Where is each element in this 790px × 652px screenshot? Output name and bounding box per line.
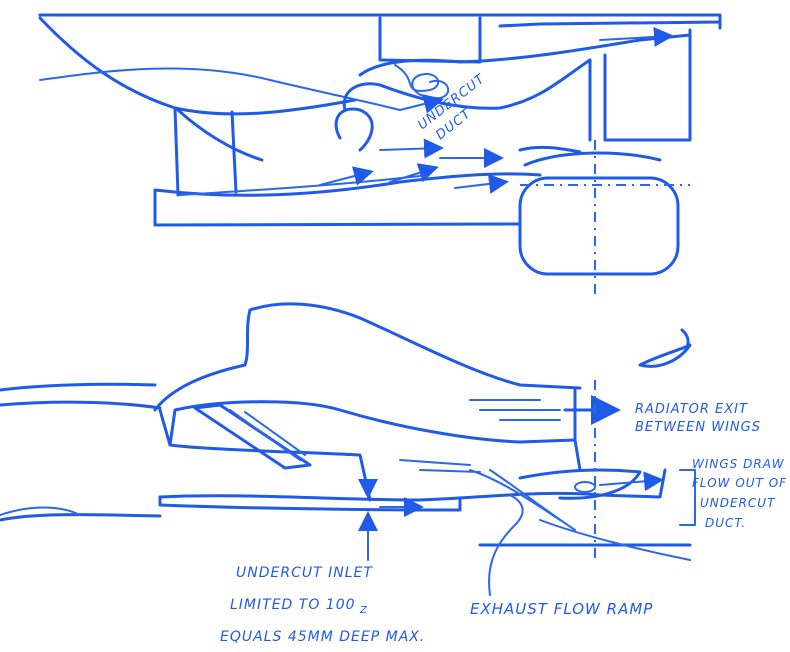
- inlet-label-line2: LIMITED TO 100: [230, 597, 356, 613]
- flow-arrow-1: [319, 166, 374, 186]
- flow-arrow-6: [599, 26, 674, 47]
- upper-bodywork-lower: [153, 308, 252, 412]
- side-view: RADIATOR EXIT BETWEEN WINGS WINGS DRAW F…: [0, 302, 787, 645]
- radiator-inlet: [193, 403, 312, 470]
- flow-out-arrow: [599, 471, 664, 492]
- duct-scribble: [394, 64, 450, 100]
- wings-label-line2: FLOW OUT OF: [692, 476, 787, 490]
- radiator-inlet-lines: [229, 409, 306, 461]
- rear-tyre: [518, 176, 680, 276]
- flow-arrow-3: [454, 173, 509, 194]
- exhaust-label: EXHAUST FLOW RAMP: [470, 600, 653, 618]
- top-body-edge: [38, 13, 722, 30]
- engine-cover-upper-line: [39, 67, 401, 111]
- exhaust-flow-line: [539, 519, 691, 561]
- inlet-label-line3: EQUALS 45MM DEEP MAX.: [220, 629, 425, 645]
- floor-inner-line: [179, 175, 421, 196]
- side-floor: [158, 468, 667, 502]
- floor-outline: [153, 172, 542, 227]
- undercut-duct-lower: [342, 58, 592, 112]
- sidepod-outline: [173, 106, 264, 197]
- radiator-label-line1: RADIATOR EXIT: [635, 402, 748, 417]
- undercut-loop: [334, 107, 374, 152]
- ground-line: [0, 513, 692, 547]
- exhaust-outlet: [574, 481, 596, 493]
- spray-drop-2: [680, 328, 690, 352]
- exhaust-pointer-line: [488, 494, 524, 596]
- rear-structure: [518, 28, 692, 154]
- central-block: [378, 16, 482, 64]
- inlet-label-sub: Z: [359, 605, 368, 616]
- wings-label-line1: WINGS DRAW: [692, 457, 785, 471]
- flow-arrow-5: [379, 138, 444, 159]
- rear-body-vertical: [573, 388, 582, 472]
- side-floor-lower: [158, 495, 462, 512]
- inlet-label-line1: UNDERCUT INLET: [236, 565, 373, 581]
- engine-cover-line: [38, 16, 357, 116]
- ramp-lines: [399, 459, 576, 531]
- upper-bodywork: [248, 302, 582, 390]
- wings-label-line3: UNDERCUT: [700, 496, 776, 510]
- spray-drop-1: [638, 343, 692, 368]
- wing-element: [518, 468, 642, 500]
- undercut-duct-upper: [358, 33, 692, 77]
- radiator-label-line2: BETWEEN WINGS: [635, 420, 761, 435]
- height-bracket: [679, 469, 696, 526]
- radiator-exit-lines: [469, 399, 561, 421]
- ground-flow-line: [0, 506, 81, 516]
- flow-arrow-2: [389, 163, 439, 183]
- nose-line: [0, 382, 162, 410]
- top-view: UNDERCUT DUCT: [38, 13, 722, 300]
- tyre-top-curve: [523, 151, 662, 167]
- wings-label-line4: DUCT.: [705, 516, 746, 530]
- flow-arrow-7: [399, 94, 444, 114]
